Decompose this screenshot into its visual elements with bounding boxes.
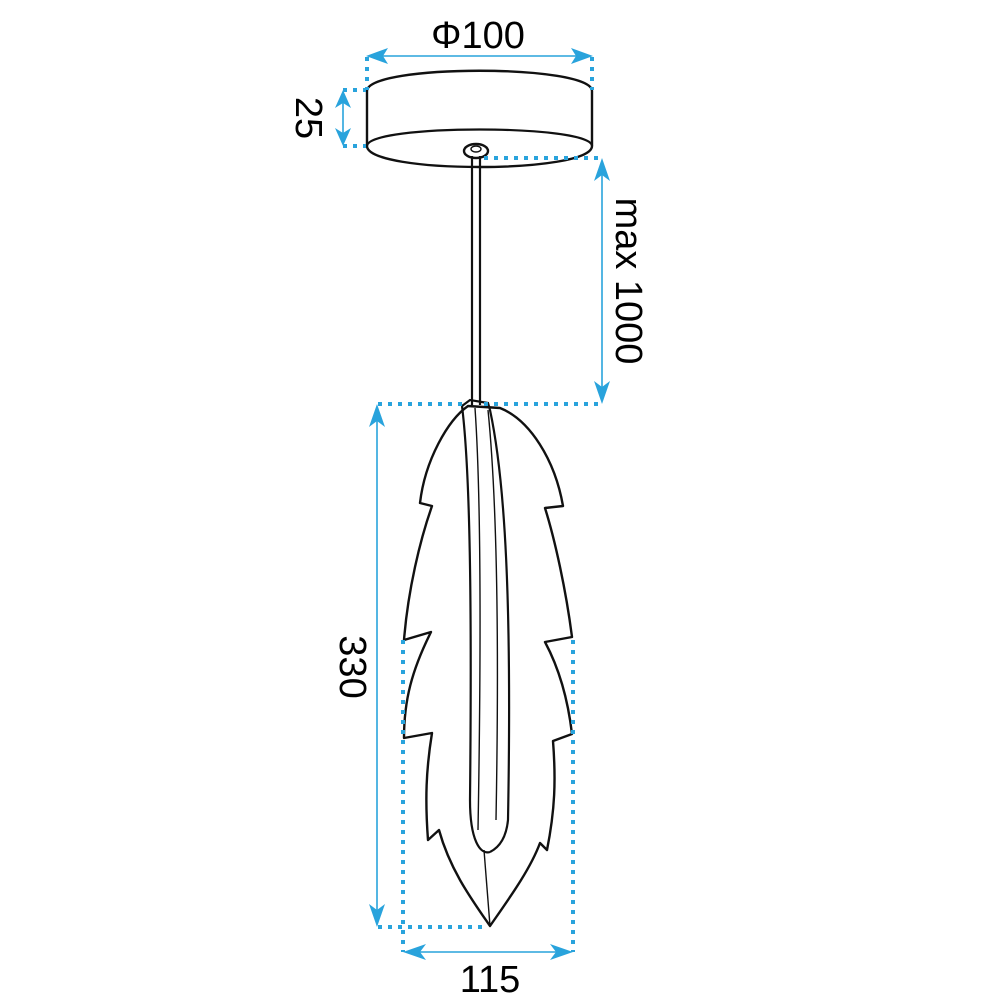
label-shade-width: 115 bbox=[460, 959, 521, 1000]
label-shade-height: 330 bbox=[331, 635, 373, 698]
dimension-cable-length: max 1000 bbox=[484, 156, 649, 406]
ceiling-canopy bbox=[365, 69, 594, 169]
label-canopy-height: 25 bbox=[287, 97, 329, 139]
label-canopy-diameter: Φ100 bbox=[431, 15, 525, 57]
dimension-canopy-height: 25 bbox=[287, 88, 366, 148]
feather-shade bbox=[402, 398, 574, 928]
label-cable-length: max 1000 bbox=[607, 198, 649, 365]
suspension-rod bbox=[470, 156, 482, 405]
dimension-shade-width: 115 bbox=[401, 640, 575, 1000]
dimension-canopy-diameter: Φ100 bbox=[365, 15, 594, 90]
dimension-shade-height: 330 bbox=[331, 402, 488, 929]
